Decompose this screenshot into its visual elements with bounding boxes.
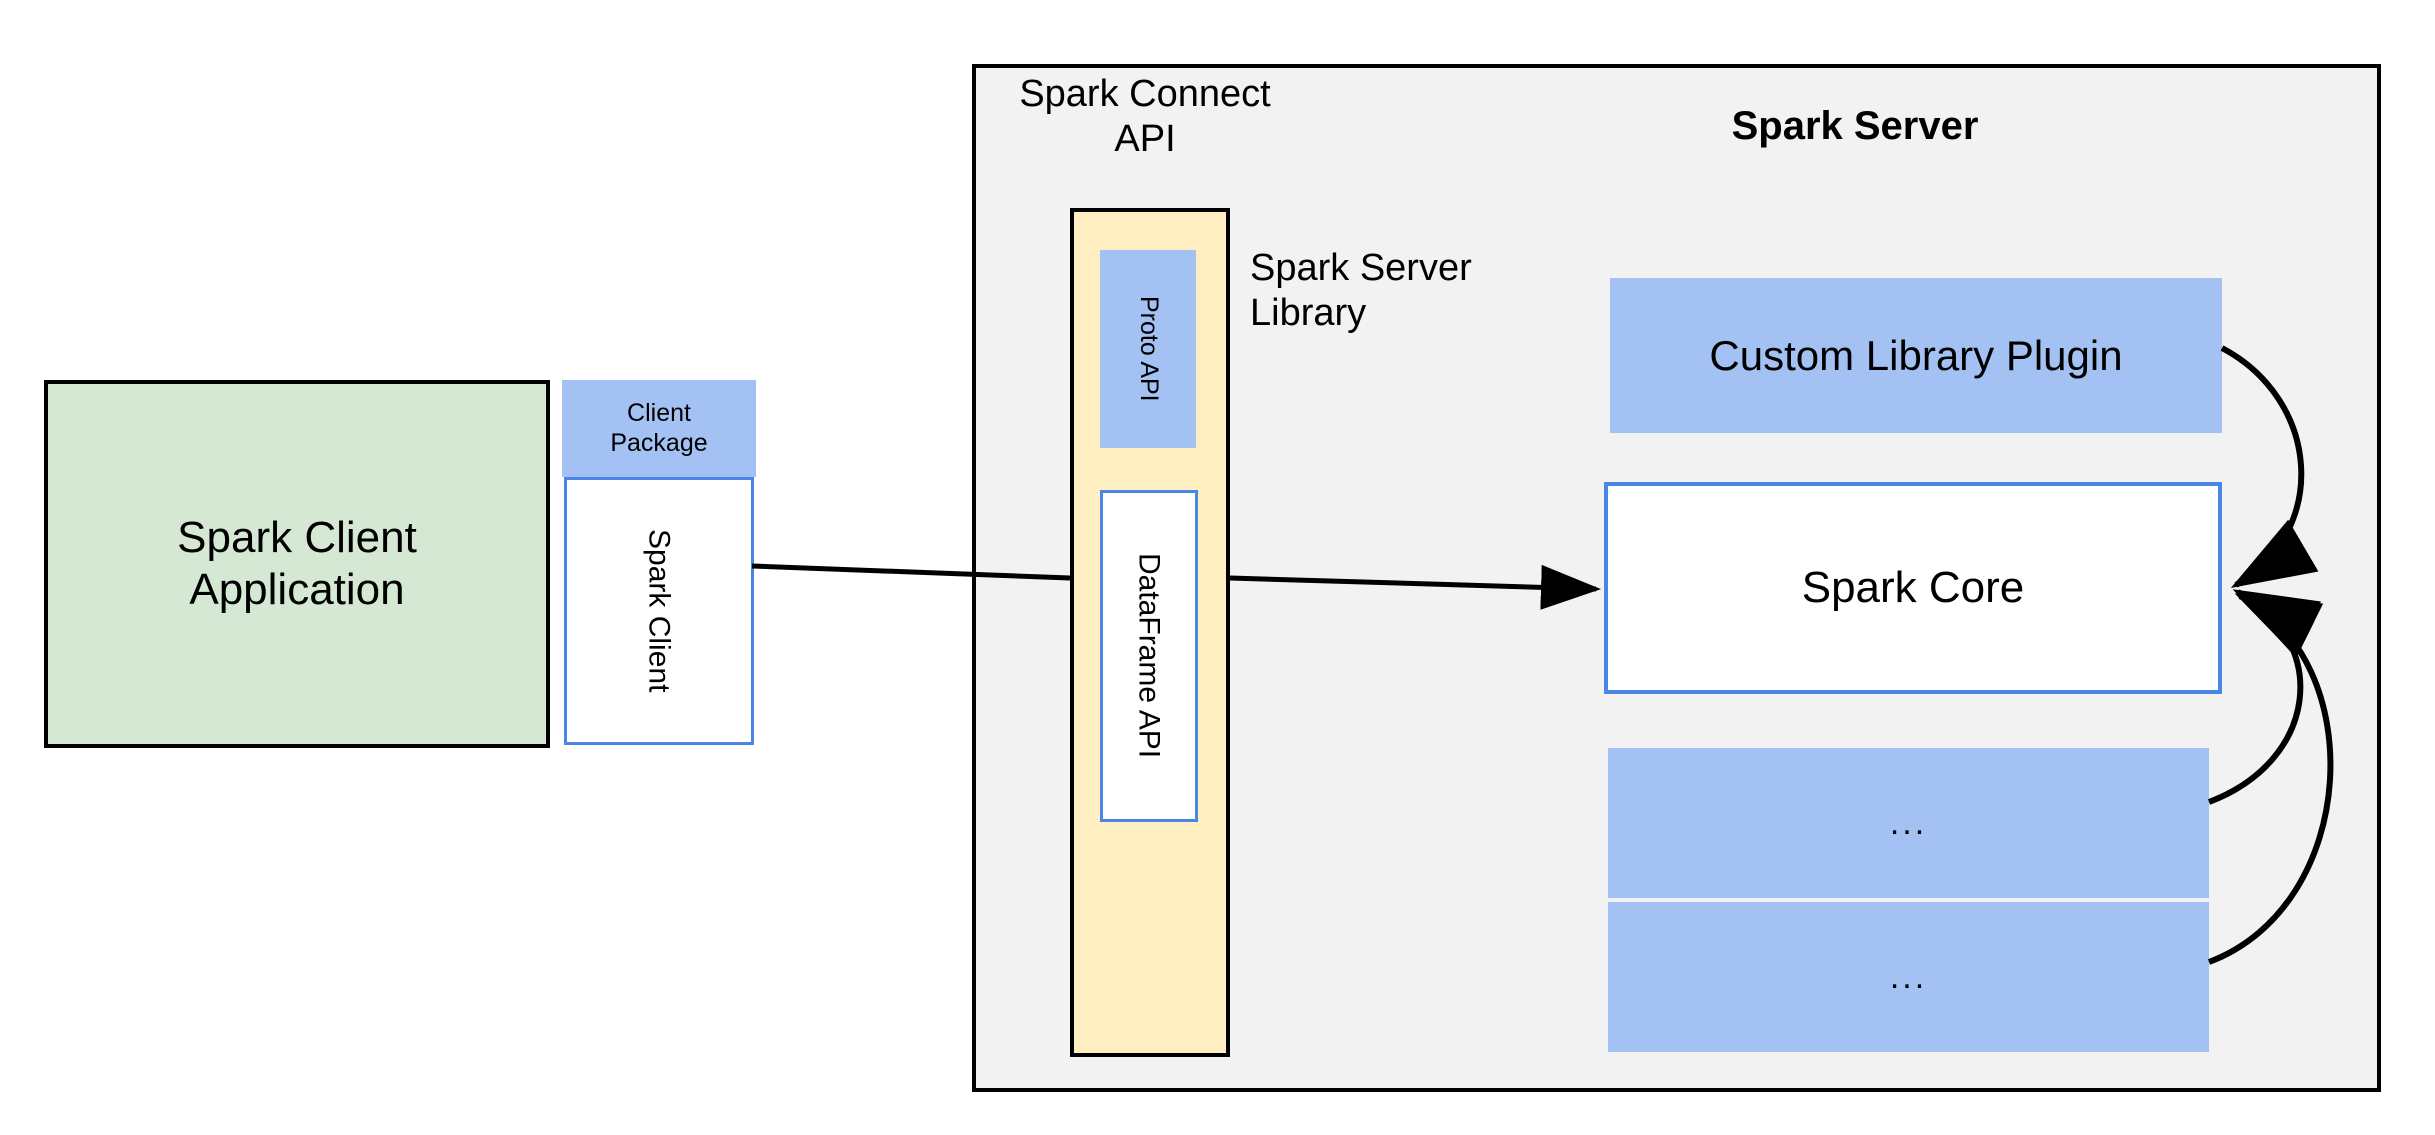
custom-library-plugin-box: Custom Library Plugin — [1610, 278, 2222, 433]
ellipsis-box-2: ... — [1608, 902, 2209, 1052]
spark-server-title: Spark Server — [1731, 104, 1979, 149]
connector-ellipsis2-to-spark-core — [2207, 593, 2334, 965]
dataframe-api-box: DataFrame API — [1100, 490, 1198, 822]
client-package-box: Client Package — [562, 380, 756, 477]
dataframe-api-label: DataFrame API — [1132, 553, 1166, 759]
connector-connect-to-spark-core — [1229, 564, 1601, 610]
proto-api-box: Proto API — [1100, 250, 1196, 448]
spark-core-box: Spark Core — [1604, 482, 2222, 694]
spark-server-library-label: Spark Server Library — [1250, 247, 1472, 334]
spark-client-label: Spark Client — [642, 529, 676, 693]
connector-ellipsis1-to-spark-core — [2207, 589, 2322, 805]
spark-connect-api-label: Spark Connect API — [1019, 73, 1271, 160]
ellipsis-box-1: ... — [1608, 748, 2209, 898]
spark-client-application-box: Spark Client Application — [44, 380, 550, 748]
connector-plugin-to-spark-core — [2220, 345, 2319, 589]
spark-client-box: Spark Client — [564, 477, 754, 745]
proto-api-label: Proto API — [1134, 296, 1163, 402]
connector-client-to-panel — [751, 563, 1071, 581]
